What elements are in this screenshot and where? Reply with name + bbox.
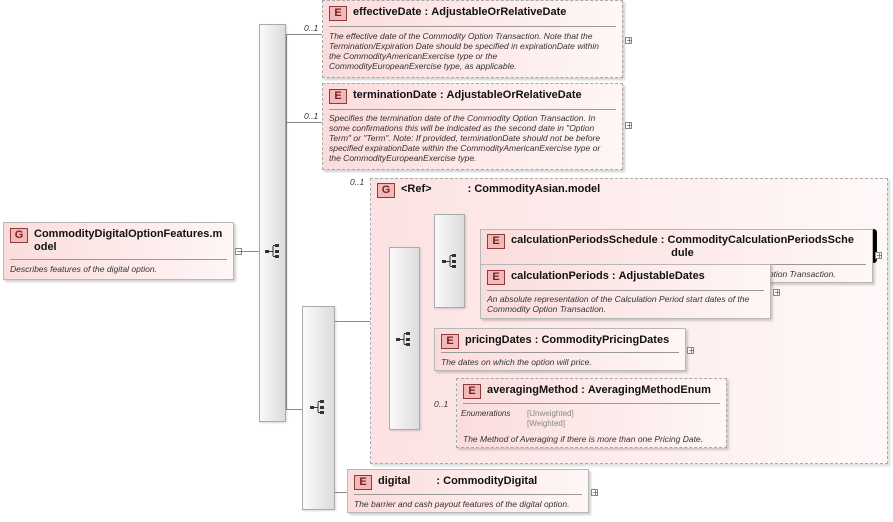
expand-icon[interactable]: + <box>625 36 633 45</box>
connector <box>286 409 302 410</box>
element-name: effectiveDate <box>353 6 422 18</box>
collapse-icon[interactable]: − <box>235 247 243 256</box>
element-name: pricingDates <box>465 334 532 346</box>
expand-icon[interactable]: + <box>875 251 883 260</box>
connector <box>335 492 347 493</box>
type-separator: : <box>534 334 539 346</box>
element-type: CommodityDigital <box>443 475 538 487</box>
element-type: CommodityPricingDates <box>541 334 670 346</box>
element-badge-icon: E <box>487 234 505 249</box>
element-type: AdjustableOrRelativeDate <box>446 89 582 101</box>
root-group-box[interactable]: G CommodityDigitalOptionFeatures.m odel … <box>3 222 234 280</box>
type-separator: : <box>660 234 665 246</box>
element-effectiveDate[interactable]: E effectiveDate : AdjustableOrRelativeDa… <box>322 0 623 78</box>
group-badge-icon: G <box>10 228 28 243</box>
root-name-line1: CommodityDigitalOptionFeatures.m <box>34 228 223 240</box>
element-description: The effective date of the Commodity Opti… <box>329 31 599 71</box>
type-separator: : <box>611 270 616 282</box>
element-description: The Method of Averaging if there is more… <box>463 434 704 444</box>
element-badge-icon: E <box>463 384 481 399</box>
type-separator: : <box>439 89 444 101</box>
connector <box>286 34 322 35</box>
group-type: CommodityAsian.model <box>474 183 601 195</box>
type-separator: : <box>424 6 429 18</box>
expand-icon[interactable]: + <box>687 346 695 355</box>
element-type: CommodityCalculationPeriodsSche <box>667 234 854 246</box>
enumerations-label: Enumerations <box>461 409 511 418</box>
enumeration-values: [Unweighted][Weighted] <box>527 409 574 428</box>
root-name-line2: odel <box>34 241 57 253</box>
type-separator: : <box>436 475 441 487</box>
element-description: Specifies the termination date of the Co… <box>329 113 601 163</box>
element-type: AdjustableOrRelativeDate <box>431 6 567 18</box>
element-name: digital <box>378 475 411 487</box>
choice-icon <box>442 254 456 268</box>
element-name: calculationPeriods <box>511 270 609 282</box>
connector <box>286 34 287 409</box>
cardinality-label: 0..1 <box>434 399 449 409</box>
element-badge-icon: E <box>487 270 505 285</box>
element-name: averagingMethod <box>487 384 579 396</box>
element-description: The dates on which the option will price… <box>441 357 592 367</box>
element-description: An absolute representation of the Calcul… <box>487 294 750 314</box>
cardinality-label: 0..1 <box>350 177 365 187</box>
cardinality-label: 0..1 <box>304 23 319 33</box>
element-type-line2: dule <box>671 247 694 259</box>
expand-icon[interactable]: + <box>773 288 781 297</box>
type-separator: : <box>467 183 472 195</box>
expand-icon[interactable]: + <box>625 121 633 130</box>
ref-label: <Ref> <box>401 183 432 195</box>
element-digital[interactable]: E digital: CommodityDigital The barrier … <box>347 469 589 513</box>
element-badge-icon: E <box>354 475 372 490</box>
sequence-icon <box>396 332 410 346</box>
connector <box>335 321 370 322</box>
sequence-icon <box>310 400 324 414</box>
element-type: AveragingMethodEnum <box>587 384 711 396</box>
element-pricingDates[interactable]: E pricingDates : CommodityPricingDates T… <box>434 328 686 371</box>
expand-icon[interactable]: + <box>591 488 599 497</box>
sequence-bar-main[interactable] <box>259 24 286 422</box>
connector <box>235 251 259 252</box>
type-separator: : <box>581 384 585 396</box>
element-name: terminationDate <box>353 89 437 101</box>
element-name: calculationPeriodsSchedule <box>511 234 658 246</box>
element-terminationDate[interactable]: E terminationDate : AdjustableOrRelative… <box>322 83 623 170</box>
element-badge-icon: E <box>329 6 347 21</box>
group-badge-icon: G <box>377 183 395 198</box>
element-badge-icon: E <box>329 89 347 104</box>
element-description: The barrier and cash payout features of … <box>354 499 570 509</box>
element-averagingMethod[interactable]: E averagingMethod : AveragingMethodEnum … <box>456 378 727 448</box>
cardinality-label: 0..1 <box>304 111 319 121</box>
element-badge-icon: E <box>441 334 459 349</box>
element-calculationPeriods[interactable]: E calculationPeriods : AdjustableDates A… <box>480 264 771 319</box>
connector <box>286 122 322 123</box>
sequence-icon <box>265 244 279 258</box>
root-description: Describes features of the digital option… <box>10 264 157 274</box>
element-type: AdjustableDates <box>618 270 705 282</box>
